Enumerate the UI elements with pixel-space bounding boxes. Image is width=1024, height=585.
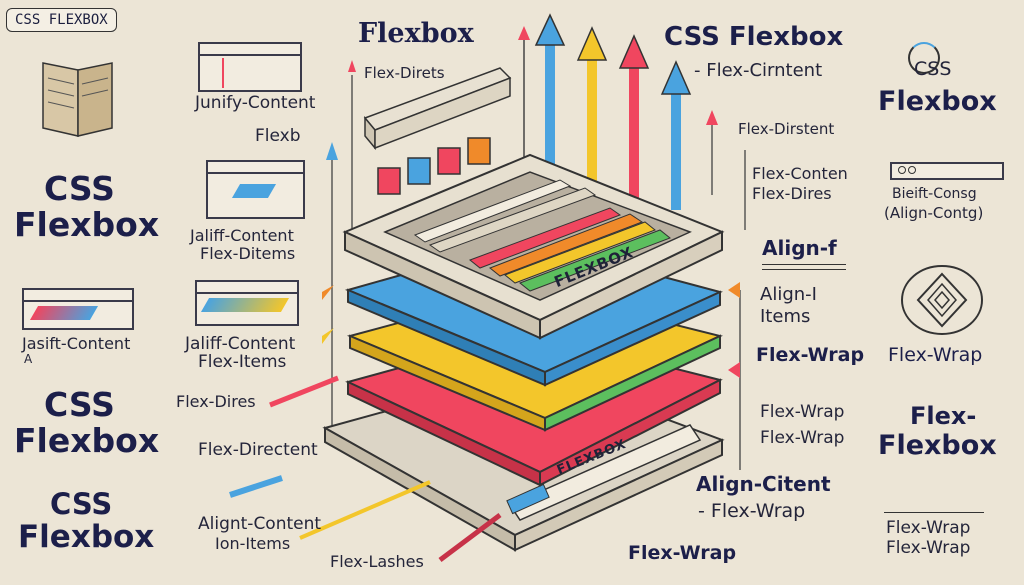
- heading-flex-dash: Flex-: [910, 402, 977, 430]
- floating-squares: [377, 137, 491, 195]
- pointer-lines: [331, 75, 746, 470]
- label-flex-dires: Flex-Dires: [176, 392, 256, 411]
- label-flex-direts: Flex-Direts: [364, 64, 445, 82]
- heading-flexbox-2: Flexbox: [14, 421, 160, 460]
- red-pointer: [728, 362, 740, 378]
- label-bieift-consg: Bieift-Consg: [892, 186, 977, 202]
- window-icon-right: [890, 162, 1004, 180]
- heading-flexbox-1: Flexbox: [14, 205, 160, 244]
- label-align-citent: Align-Citent: [696, 472, 831, 496]
- diamond-badge-icon: [896, 262, 988, 338]
- label-align-i: Align-I: [760, 284, 817, 305]
- label-junify-content: Junify-Content: [195, 93, 316, 113]
- label-jaliff-content-2: Jaliff-Content: [185, 334, 296, 354]
- heading-css-flexbox-top: CSS Flexbox: [664, 22, 844, 52]
- heading-css-3: CSS: [50, 487, 113, 521]
- label-jasift-a: A: [24, 352, 33, 366]
- label-align-contg: (Align-Contg): [884, 204, 984, 222]
- flex-wrap-rule: [884, 512, 984, 513]
- label-flex-dirstent: Flex-Dirstent: [738, 120, 835, 138]
- label-flex-wrap-5: Flex-Wrap: [628, 542, 737, 564]
- label-flex-dires-right: Flex-Dires: [752, 184, 832, 203]
- heading-flexbox-right: Flexbox: [878, 86, 997, 117]
- label-flex-wrap-4: - Flex-Wrap: [698, 500, 806, 522]
- label-flex-wrap-2: Flex-Wrap: [760, 402, 845, 422]
- label-jasift-content: Jasift-Content: [22, 334, 131, 353]
- window-icon-4: [195, 280, 299, 326]
- label-flex-directent: Flex-Directent: [198, 440, 318, 460]
- heading-css-1: CSS: [44, 169, 115, 208]
- pointer-arrow-red: [348, 60, 356, 72]
- pointer-arrow-blue: [326, 142, 338, 160]
- orange-pointer-left: [322, 285, 334, 300]
- label-items: Items: [760, 306, 811, 327]
- label-flex-wrap-1: Flex-Wrap: [756, 344, 865, 366]
- heading-flexbox-top: Flexbox: [358, 18, 474, 49]
- window-icon-3: [22, 288, 134, 330]
- pointer-arrow-red-2: [706, 110, 718, 125]
- heading-flexbox-3: Flexbox: [18, 519, 155, 555]
- label-flex-items: Flex-Items: [198, 352, 287, 372]
- red-arrow-head: [618, 34, 650, 69]
- blue-arrow-head: [534, 13, 566, 46]
- heading-flexbox-right-2: Flexbox: [878, 430, 997, 461]
- label-flex-wrap-b: Flex-Wrap: [886, 538, 971, 558]
- yellow-arrow-head: [576, 26, 608, 61]
- label-align-f: Align-f: [762, 236, 837, 260]
- label-flex-conten: Flex-Conten: [752, 164, 848, 183]
- label-flex-ditems: Flex-Ditems: [200, 244, 296, 263]
- pencils: [229, 375, 502, 562]
- label-flex-wrap-a: Flex-Wrap: [886, 518, 971, 538]
- blue-arrow-2-head: [660, 60, 692, 95]
- window-icon-1: [198, 42, 302, 92]
- label-flexb: Flexb: [255, 126, 301, 146]
- label-flex-lashes: Flex-Lashes: [330, 552, 424, 571]
- align-f-underline: [762, 264, 846, 270]
- label-css-right: CSS: [914, 58, 952, 80]
- heading-css-2: CSS: [44, 385, 115, 424]
- floating-bar: [363, 67, 512, 151]
- label-jaliff-content: Jaliff-Content: [190, 226, 294, 245]
- orange-pointer: [728, 282, 740, 298]
- yellow-pointer-left: [322, 328, 334, 344]
- label-flex-wrap-right: Flex-Wrap: [888, 344, 983, 366]
- circle-icon: [908, 42, 940, 74]
- label-ion-items: Ion-Items: [215, 534, 291, 553]
- label-flex-wrap-3: Flex-Wrap: [760, 428, 845, 448]
- book-icon: [38, 58, 116, 138]
- label-flex-cirntent: - Flex-Cirntent: [694, 60, 823, 81]
- window-icon-2: [206, 160, 305, 219]
- top-tray: [342, 153, 725, 340]
- label-alignt-content: Alignt-Content: [198, 514, 322, 534]
- title-badge: CSS FLEXBOX: [6, 8, 117, 32]
- thin-arrow-head: [518, 26, 530, 40]
